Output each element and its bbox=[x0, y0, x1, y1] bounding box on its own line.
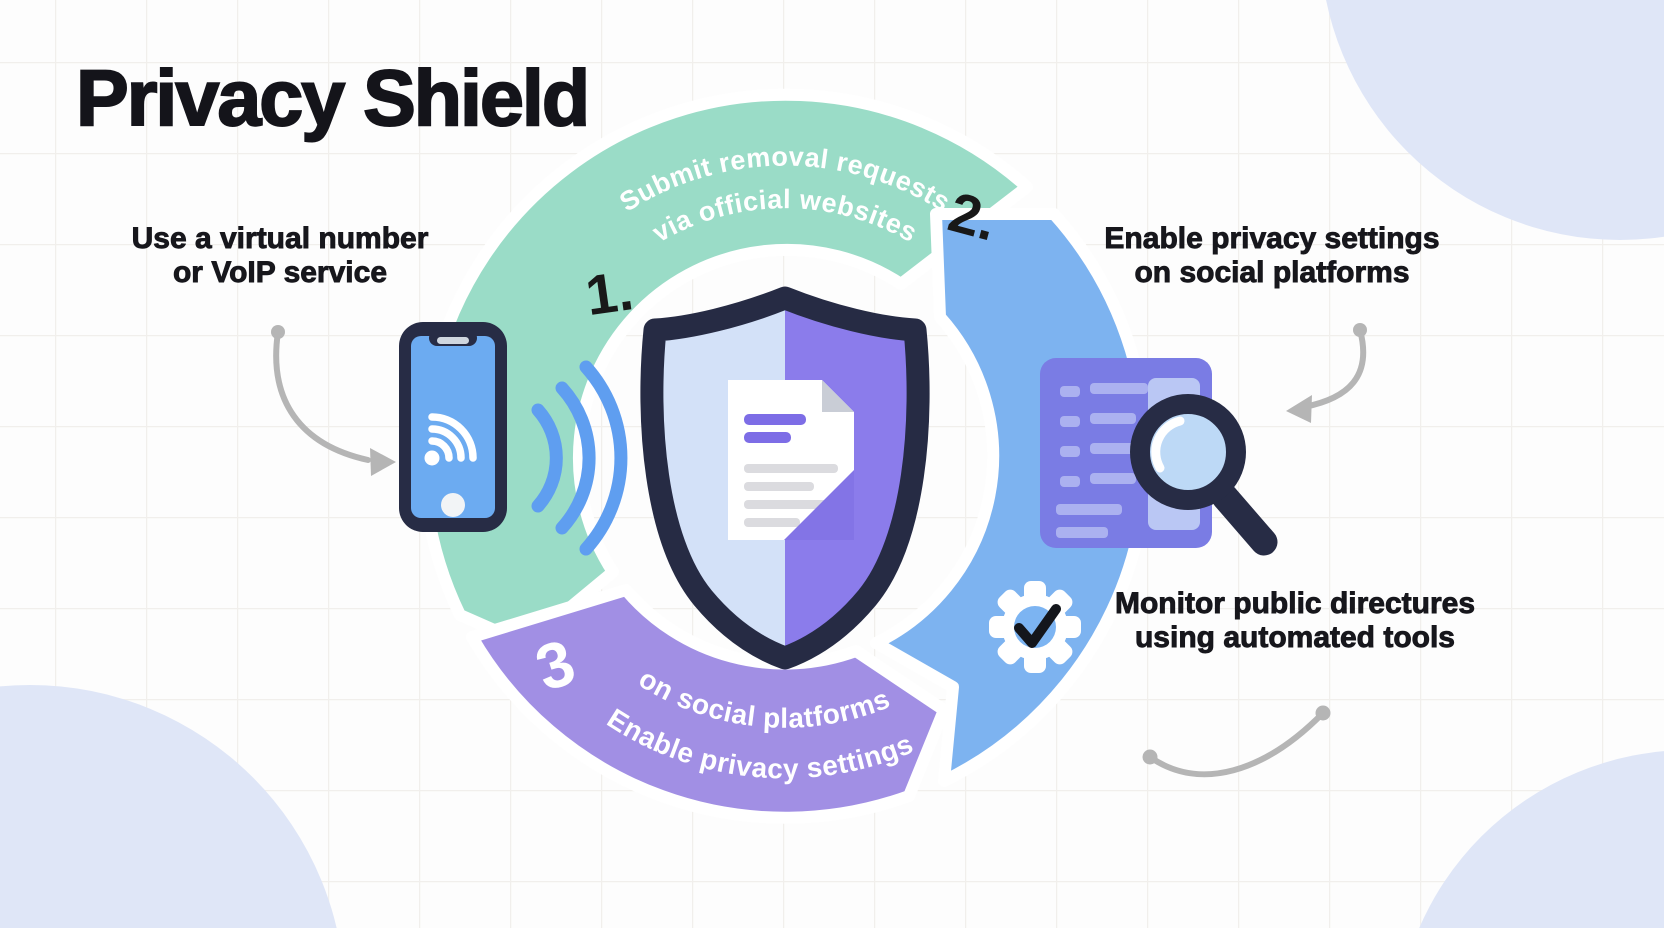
callout-connector-right-top bbox=[1286, 323, 1367, 423]
signal-waves-icon bbox=[531, 360, 628, 556]
callout-left: Use a virtual number or VoIP service bbox=[131, 222, 429, 290]
callout-right-bottom-line1: Monitor public directures bbox=[1115, 587, 1475, 620]
callout-right-bottom: Monitor public directures using automate… bbox=[1115, 587, 1476, 655]
cycle-arc-step3 bbox=[466, 584, 950, 824]
check-icon bbox=[1014, 604, 1061, 648]
document-fold bbox=[784, 470, 854, 540]
callout-right-bottom-line2: using automated tools bbox=[1135, 621, 1455, 654]
step-number-1: 1. bbox=[582, 258, 637, 327]
shield-icon bbox=[640, 286, 930, 670]
corner-blob-top-right bbox=[1326, 0, 1664, 240]
callout-left-line1: Use a virtual number bbox=[132, 222, 429, 255]
gear-check-icon bbox=[989, 581, 1081, 673]
phone-home-button bbox=[441, 493, 465, 517]
document-icon bbox=[728, 380, 854, 540]
callout-connector-right-bottom bbox=[1142, 705, 1331, 778]
page-title: Privacy Shield bbox=[76, 53, 588, 142]
callout-left-line2: or VoIP service bbox=[173, 256, 387, 289]
wifi-signal-icon bbox=[424, 413, 477, 466]
callout-right-top-line2: on social platforms bbox=[1134, 256, 1409, 289]
phone-icon bbox=[399, 322, 507, 532]
corner-blob-bottom-right bbox=[1419, 751, 1664, 928]
callout-right-top-line1: Enable privacy settings bbox=[1104, 222, 1439, 255]
callout-right-top: Enable privacy settings on social platfo… bbox=[1104, 222, 1440, 290]
corner-blob-bottom-left bbox=[0, 685, 337, 928]
callout-connector-left bbox=[271, 325, 396, 476]
magnifying-glass-icon bbox=[1130, 394, 1278, 556]
